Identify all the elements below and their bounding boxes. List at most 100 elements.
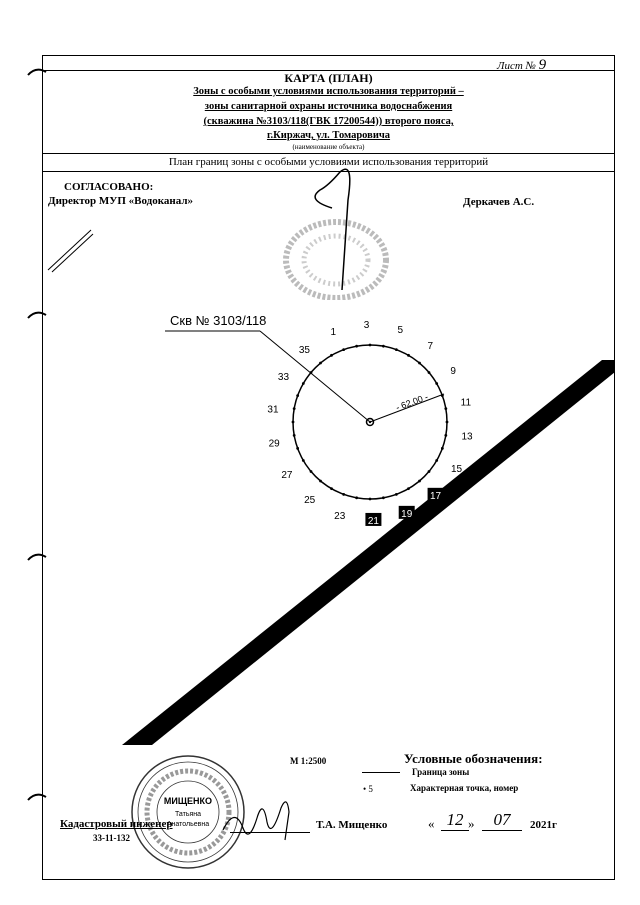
boundary-point [330, 353, 333, 357]
director-name: Деркачев А.С. [463, 196, 535, 208]
date-month: 07 [482, 810, 522, 831]
point-number-17: 17 [430, 491, 442, 502]
boundary-point [407, 487, 410, 491]
boundary-point [291, 420, 295, 424]
plan-title: План границ зоны с особыми условиями исп… [168, 156, 489, 168]
point-label-box [365, 512, 382, 526]
divider [42, 70, 615, 71]
radius-line [369, 393, 445, 423]
director-position: Директор МУП «Водоканал» [48, 195, 193, 207]
point-number-25: 25 [304, 495, 316, 506]
boundary-point [355, 496, 359, 500]
well-leader-line [259, 330, 371, 423]
date-open-quote: « [428, 816, 435, 831]
map-title: КАРТА (ПЛАН) [284, 71, 373, 85]
seal-patronymic: Анатольевна [167, 821, 209, 828]
point-number-31: 31 [267, 404, 279, 415]
sheet-number: Лист № 9 [497, 57, 546, 74]
date-day: 12 [441, 810, 469, 831]
legend-boundary-label: Граница зоны [412, 767, 470, 777]
boundary-point [407, 353, 410, 357]
road-band [122, 360, 615, 745]
point-number-11: 11 [461, 398, 472, 409]
seal-surname: МИЩЕНКО [164, 796, 212, 806]
stamp-signature-graphic [283, 168, 389, 300]
point-number-33: 33 [278, 372, 290, 383]
boundary-point [301, 459, 305, 462]
engineer-signature [222, 801, 290, 841]
boundary-point [435, 382, 439, 385]
zone-belt: второго пояса, [382, 116, 454, 127]
boundary-point [296, 446, 300, 450]
boundary-point [330, 487, 333, 491]
title-line-3: (скважина №3103/118(ГВК 17200544)) второ… [42, 116, 615, 127]
point-number-5: 5 [398, 325, 404, 336]
point-number-21: 21 [368, 516, 380, 527]
divider [42, 153, 615, 154]
point-number-13: 13 [461, 432, 473, 443]
engineer-code: 33-11-132 [93, 833, 130, 843]
boundary-point [445, 420, 449, 424]
boundary-point [435, 459, 439, 462]
boundary-point [368, 497, 372, 501]
boundary-point [301, 382, 305, 385]
point-number-15: 15 [451, 464, 463, 475]
signature-line [230, 832, 310, 833]
boundary-point [418, 479, 421, 483]
point-number-23: 23 [334, 511, 346, 522]
radius-label: - 62.00 - [395, 392, 430, 413]
margin-hatch [47, 229, 94, 273]
boundary-point [381, 344, 385, 348]
point-label-box [398, 505, 415, 519]
boundary-point [394, 348, 398, 352]
boundary-point [381, 496, 385, 500]
boundary-point [418, 361, 421, 365]
object-caption: (наименование объекта) [292, 143, 365, 151]
boundary-point [342, 492, 346, 496]
boundary-point [309, 371, 313, 374]
role-label: Кадастровый инженер [60, 818, 173, 830]
boundary-point [444, 407, 448, 411]
point-number-1: 1 [331, 327, 337, 338]
date-year: 2021г [530, 819, 557, 831]
boundary-point [427, 470, 431, 473]
point-number-7: 7 [428, 341, 434, 352]
boundary-point [342, 348, 346, 352]
boundary-point [440, 446, 444, 450]
title-line-4: г.Киржач, ул. Томаровича [266, 130, 391, 141]
point-number-35: 35 [299, 345, 311, 356]
title-line-1: Зоны с особыми условиями использования т… [193, 86, 464, 97]
well-label: Скв № 3103/118 [170, 313, 267, 328]
boundary-point [292, 433, 296, 437]
boundary-point [296, 394, 300, 398]
sheet-label: Лист № [497, 60, 536, 72]
engineer-name: Т.А. Мищенко [316, 819, 388, 831]
well-symbol [365, 417, 375, 427]
title-line-2: зоны санитарной охраны источника водосна… [204, 101, 453, 112]
point-number-29: 29 [269, 438, 281, 449]
sheet-value: 9 [538, 57, 547, 73]
boundary-point [319, 361, 322, 365]
point-number-27: 27 [281, 470, 293, 481]
engineer-seal: МИЩЕНКО Татьяна Анатольевна [131, 755, 245, 869]
point-number-3: 3 [364, 320, 370, 331]
legend-point-symbol: • 5 [363, 784, 373, 794]
seal-first-name: Татьяна [175, 811, 201, 818]
legend-title: Условные обозначения: [404, 751, 543, 766]
point-label-box [427, 487, 444, 501]
boundary-point [368, 343, 372, 347]
point-number-9: 9 [450, 366, 456, 377]
page-frame [42, 55, 615, 880]
boundary-point [444, 433, 448, 437]
legend-boundary-line [362, 772, 400, 773]
boundary-point [292, 407, 296, 411]
well-designation: (скважина №3103/118(ГВК 17200544)) [203, 116, 383, 127]
boundary-point [440, 394, 444, 398]
legend-point-label: Характерная точка, номер [410, 783, 519, 793]
boundary-point [309, 470, 313, 473]
date-close-quote: » [468, 816, 475, 831]
binding-marks [27, 68, 47, 801]
boundary-point [394, 492, 398, 496]
